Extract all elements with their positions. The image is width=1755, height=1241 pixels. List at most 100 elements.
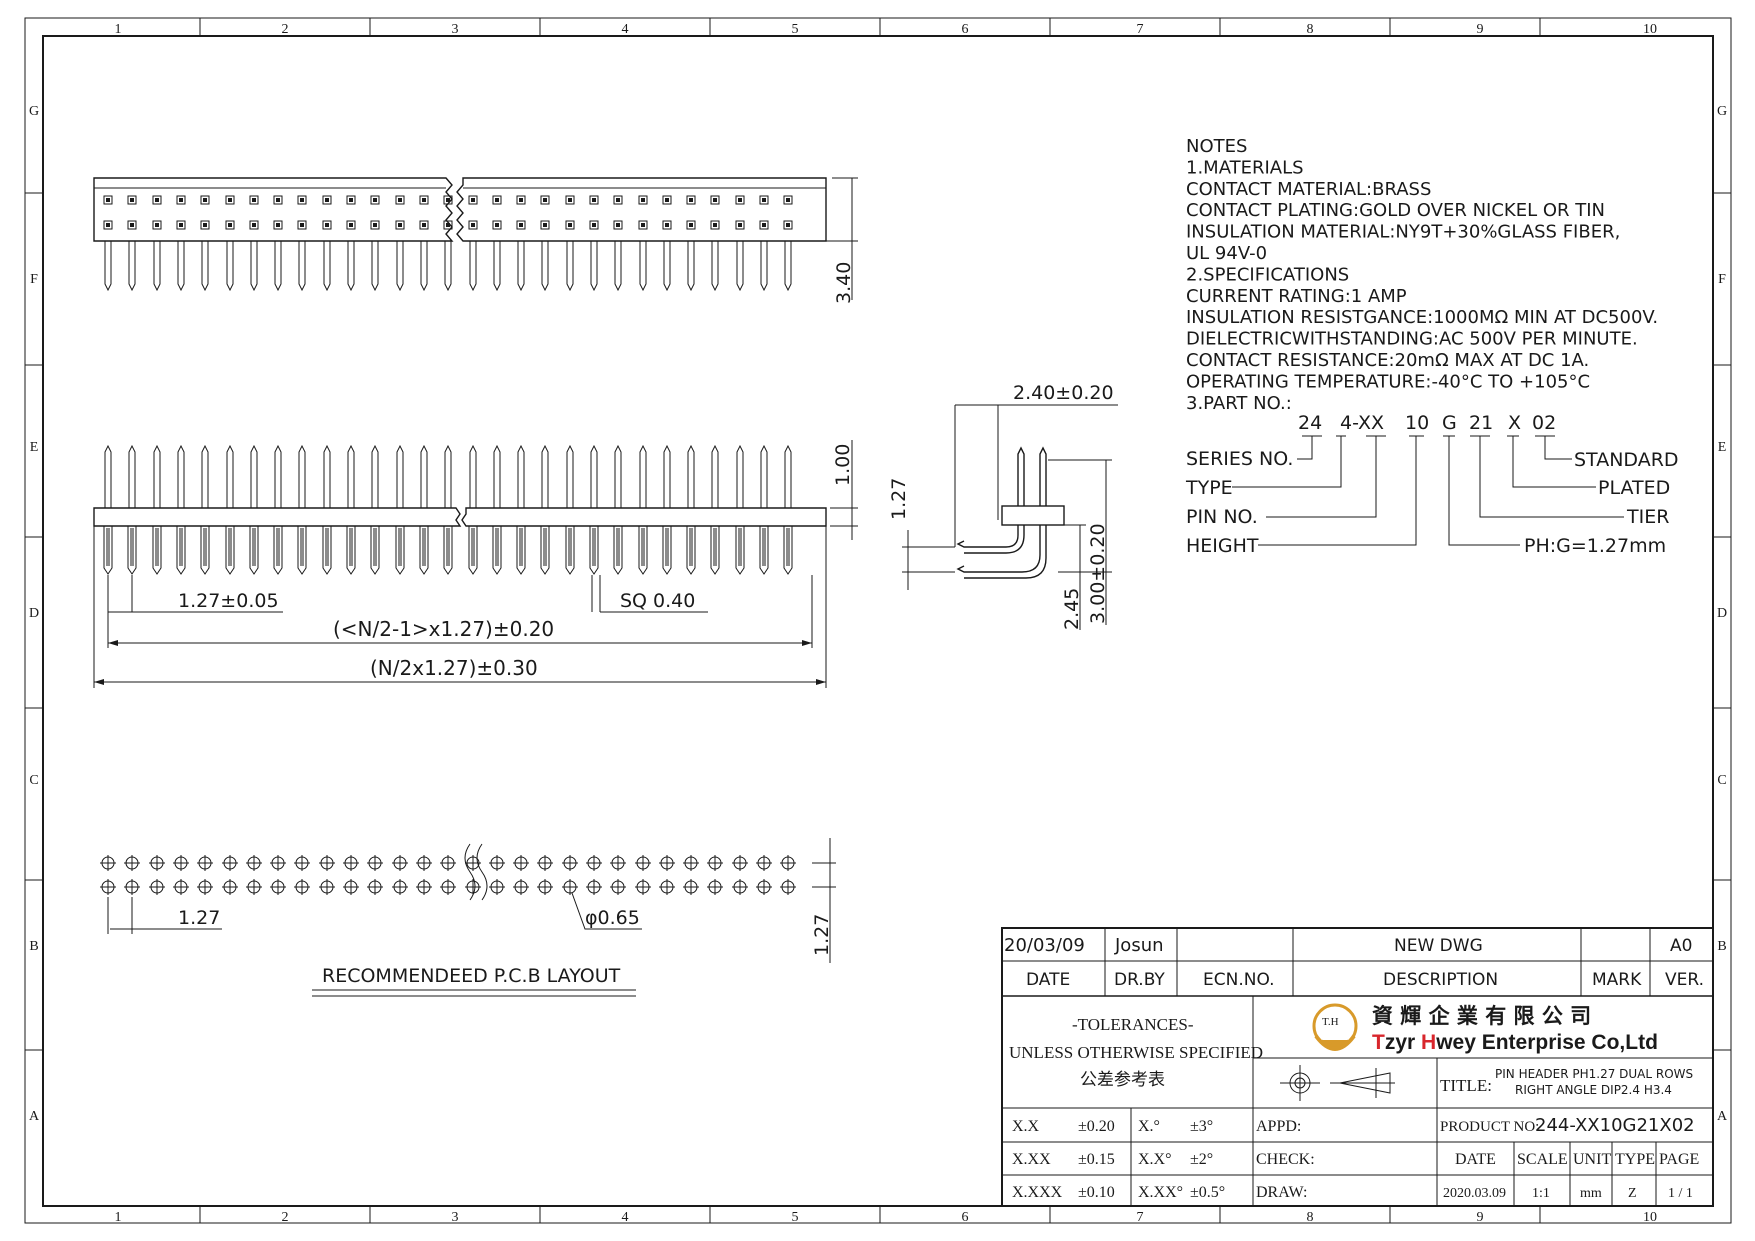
front-pin-lower — [103, 526, 113, 575]
top-pin-square — [398, 198, 402, 202]
top-pin-square — [543, 223, 547, 227]
top-pin-tail — [541, 241, 549, 292]
frame-col-label: 3 — [452, 22, 459, 37]
top-pin-square — [568, 223, 572, 227]
top-pin-square — [249, 220, 259, 230]
front-pin-lower — [492, 526, 502, 575]
top-pin-square — [200, 220, 210, 230]
tolerance-atol: ±2° — [1190, 1151, 1213, 1168]
front-pin-lower — [249, 526, 259, 575]
product-no-label: PRODUCT NO: — [1440, 1119, 1539, 1135]
top-pin-square — [130, 198, 134, 202]
front-pin-lower — [613, 526, 623, 575]
top-pin-square — [786, 198, 790, 202]
front-pin-upper — [541, 444, 549, 508]
tolerance-fmt: X.XX — [1012, 1151, 1051, 1168]
dim-300: 3.00±0.20 — [1087, 523, 1109, 624]
tolerance-fmt: X.X — [1012, 1118, 1040, 1135]
top-pin-tail — [128, 241, 136, 292]
top-pin-square — [713, 198, 717, 202]
top-pin-square — [273, 195, 283, 205]
val-type: Z — [1628, 1186, 1637, 1201]
top-pin-square — [713, 223, 717, 227]
top-pin-square — [422, 223, 426, 227]
logo-text: T.H — [1322, 1016, 1339, 1028]
top-pin-square — [127, 195, 137, 205]
top-pin-tail — [639, 241, 647, 292]
frame-col-label: 8 — [1307, 1210, 1314, 1225]
top-pin-tail — [736, 241, 744, 292]
top-pin-square — [370, 220, 380, 230]
frame-row-label: G — [29, 104, 39, 119]
pcb-layout: 1.27 φ0.65 1.27 RECOMMENDEED P.C.B LAYOU… — [100, 838, 836, 997]
frame-row-label: B — [29, 939, 38, 954]
top-pin-square — [228, 223, 232, 227]
top-pin-tail — [226, 241, 234, 292]
frame-row-label: C — [1717, 773, 1726, 788]
top-pin-tail — [711, 241, 719, 292]
front-pin-lower — [200, 526, 210, 575]
dim-100: 1.00 — [832, 444, 854, 486]
front-pin-upper — [128, 444, 136, 508]
title-label: TITLE: — [1440, 1076, 1492, 1095]
top-pin-square — [395, 195, 405, 205]
front-pin-lower — [346, 526, 356, 575]
pn-seg-24: 24 — [1298, 412, 1322, 434]
dim-pitch: 1.27±0.05 — [178, 590, 279, 612]
top-pin-tail — [566, 241, 574, 292]
top-pin-square — [762, 198, 766, 202]
top-pin-square — [103, 220, 113, 230]
dim-span-outer: (N/2x1.27)±0.30 — [370, 656, 538, 680]
pn-seg-10: 10 — [1405, 412, 1429, 434]
front-pin-upper — [566, 444, 574, 508]
tolerances-unless: UNLESS OTHERWISE SPECIFIED — [1009, 1043, 1263, 1062]
top-pin-square — [471, 223, 475, 227]
front-pin-upper — [760, 444, 768, 508]
top-pin-tail — [420, 241, 428, 292]
top-pin-square — [519, 223, 523, 227]
front-pin-lower — [225, 526, 235, 575]
hdr-mark: MARK — [1592, 970, 1642, 990]
pn-seg-x: X — [1508, 412, 1521, 434]
top-pin-square — [106, 223, 110, 227]
front-pin-upper — [104, 444, 112, 508]
front-pin-lower — [783, 526, 793, 575]
front-pin-upper — [736, 444, 744, 508]
frame-col-label: 4 — [622, 22, 629, 37]
front-pin-upper — [711, 444, 719, 508]
pn-label-series: SERIES NO. — [1186, 448, 1293, 470]
front-pin-upper — [250, 444, 258, 508]
tolerance-afmt: X.XX° — [1138, 1184, 1183, 1201]
top-pin-square — [783, 195, 793, 205]
top-pin-square — [225, 195, 235, 205]
front-pin-lower — [710, 526, 720, 575]
front-pin-upper — [444, 444, 452, 508]
frame-col-label: 5 — [792, 22, 799, 37]
top-pin-square — [589, 220, 599, 230]
val-page: 1 / 1 — [1668, 1186, 1693, 1201]
front-pin-upper — [177, 444, 185, 508]
note-line: INSULATION RESISTGANCE:1000MΩ MIN AT DC5… — [1186, 307, 1658, 328]
front-pin-upper — [226, 444, 234, 508]
brand-h: H — [1421, 1031, 1436, 1054]
frame-row-label: E — [30, 440, 39, 455]
frame-row-label: F — [30, 272, 38, 287]
top-pin-tail — [760, 241, 768, 292]
top-pin-square — [155, 198, 159, 202]
front-pin-upper — [153, 444, 161, 508]
top-pin-square — [665, 198, 669, 202]
top-pin-tail — [371, 241, 379, 292]
note-line: DIELECTRICWITHSTANDING:AC 500V PER MINUT… — [1186, 329, 1638, 350]
top-pin-square — [349, 198, 353, 202]
top-pin-square — [662, 220, 672, 230]
top-pin-square — [419, 220, 429, 230]
top-pin-square — [398, 223, 402, 227]
top-pin-square — [738, 223, 742, 227]
col-date: DATE — [1455, 1151, 1496, 1168]
top-pin-square — [492, 220, 502, 230]
top-pin-square — [446, 198, 450, 202]
top-pin-tail — [444, 241, 452, 292]
top-pin-square — [370, 195, 380, 205]
top-pin-square — [152, 195, 162, 205]
